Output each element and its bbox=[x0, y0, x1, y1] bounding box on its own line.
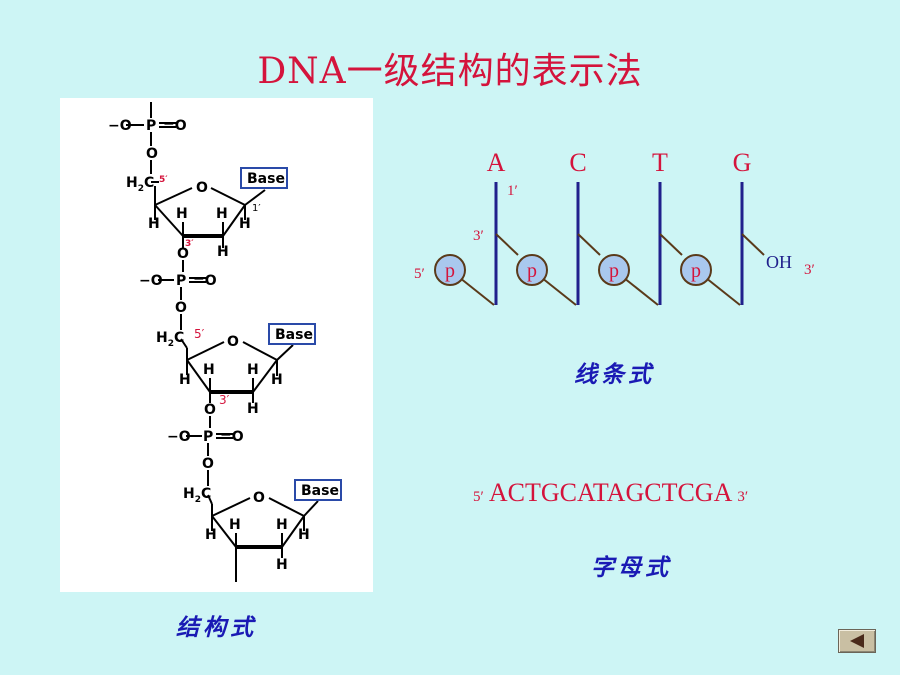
base-box bbox=[268, 323, 316, 345]
carbon-3-label: 3′ bbox=[219, 393, 230, 407]
phosphodiester-link bbox=[495, 233, 519, 256]
h2c-label: H2C bbox=[126, 175, 154, 194]
phosphate-label: p bbox=[609, 260, 619, 282]
back-button[interactable] bbox=[838, 629, 876, 653]
back-arrow-icon bbox=[850, 634, 864, 648]
position-1-label: 1′ bbox=[507, 183, 518, 199]
phosphate-eq-o-label: =O bbox=[220, 429, 244, 445]
phosphate-eq-o-label: =O bbox=[163, 118, 187, 134]
phosphate-eq-o-label: =O bbox=[193, 273, 217, 289]
letter-form-caption: 字母式 bbox=[591, 555, 672, 581]
five-prime-end-label: 5′ bbox=[414, 266, 425, 282]
ester-o-label: O bbox=[204, 402, 216, 418]
h-label: H bbox=[148, 216, 160, 232]
base-label: Base bbox=[275, 327, 313, 343]
phosphate-p-label: P bbox=[176, 273, 186, 289]
base-letter: T bbox=[652, 148, 668, 177]
phosphate-o-minus-label: −O bbox=[108, 118, 132, 134]
phosphodiester-link bbox=[577, 233, 601, 256]
phosphate-o-minus-label: −O bbox=[167, 429, 191, 445]
page-title: DNA一级结构的表示法 bbox=[257, 51, 643, 92]
phosphate-circle bbox=[680, 254, 712, 286]
ring-o-label: O bbox=[227, 334, 239, 350]
h-label: H bbox=[239, 216, 251, 232]
letter-form-sequence: 5′ ACTGCATAGCTCGA 3′ bbox=[473, 478, 748, 508]
h-label: H bbox=[247, 362, 259, 378]
line-form-diagram: A C T Gp p p p 1′ 3′ 5′ OH 3′ bbox=[414, 148, 815, 306]
position-3-label: 3′ bbox=[473, 228, 484, 244]
h-label: H bbox=[176, 206, 188, 222]
base-letter: G bbox=[733, 148, 752, 177]
phosphate-circle bbox=[516, 254, 548, 286]
structural-formula-diagram: −O P =O O H2C 5′ O Base 1′ H H H H 3′ O … bbox=[108, 102, 342, 582]
ring-o-label: O bbox=[196, 180, 208, 196]
carbon-5-label: 5′ bbox=[194, 327, 205, 341]
ester-o-label: O bbox=[177, 246, 189, 262]
phosphate-circle bbox=[434, 254, 466, 286]
phosphate-o-minus-label: −O bbox=[139, 273, 163, 289]
base-label: Base bbox=[247, 171, 285, 187]
phosphate-p-label: P bbox=[146, 118, 156, 134]
base-box bbox=[240, 167, 288, 189]
structural-formula-panel: −O P =O O H2C 5′ O Base 1′ H H H H 3′ O … bbox=[60, 98, 373, 592]
h-label: H bbox=[217, 244, 229, 260]
h-label: H bbox=[276, 517, 288, 533]
h-label: H bbox=[216, 206, 228, 222]
carbon-5-label: 5′ bbox=[159, 175, 168, 185]
ester-o-label: O bbox=[175, 300, 187, 316]
line-form-caption: 线条式 bbox=[574, 362, 655, 388]
phosphate-p-label: P bbox=[203, 429, 213, 445]
structural-formula-caption: 结构式 bbox=[176, 615, 257, 641]
ring-o-label: O bbox=[253, 490, 265, 506]
ester-o-label: O bbox=[202, 456, 214, 472]
carbon-3-label: 3′ bbox=[185, 239, 194, 249]
base-letter: A bbox=[487, 148, 506, 177]
h2c-label: H2C bbox=[156, 330, 184, 349]
h-label: H bbox=[276, 557, 288, 573]
base-letter: C bbox=[569, 148, 586, 177]
phosphate-label: p bbox=[527, 260, 537, 282]
h-label: H bbox=[298, 527, 310, 543]
base-box bbox=[294, 479, 342, 501]
sequence-3-end-label: 3′ bbox=[737, 489, 749, 505]
phosphate-label: p bbox=[691, 260, 701, 282]
phosphodiester-link bbox=[741, 233, 765, 256]
phosphodiester-link bbox=[659, 233, 683, 256]
h-label: H bbox=[179, 372, 191, 388]
sequence-5-end-label: 5′ bbox=[473, 489, 484, 505]
h-label: H bbox=[229, 517, 241, 533]
h-label: H bbox=[247, 401, 259, 417]
carbon-1-label: 1′ bbox=[252, 203, 261, 214]
h-label: H bbox=[205, 527, 217, 543]
base-label: Base bbox=[301, 483, 339, 499]
h2c-label: H2C bbox=[183, 486, 211, 505]
sequence-text: ACTGCATAGCTCGA bbox=[488, 478, 731, 507]
phosphate-circle bbox=[598, 254, 630, 286]
h-label: H bbox=[271, 372, 283, 388]
three-prime-end-label: 3′ bbox=[804, 262, 815, 278]
hydroxyl-label: OH bbox=[766, 252, 792, 272]
h-label: H bbox=[203, 362, 215, 378]
phosphate-label: p bbox=[445, 260, 455, 282]
ester-o-label: O bbox=[146, 146, 158, 162]
